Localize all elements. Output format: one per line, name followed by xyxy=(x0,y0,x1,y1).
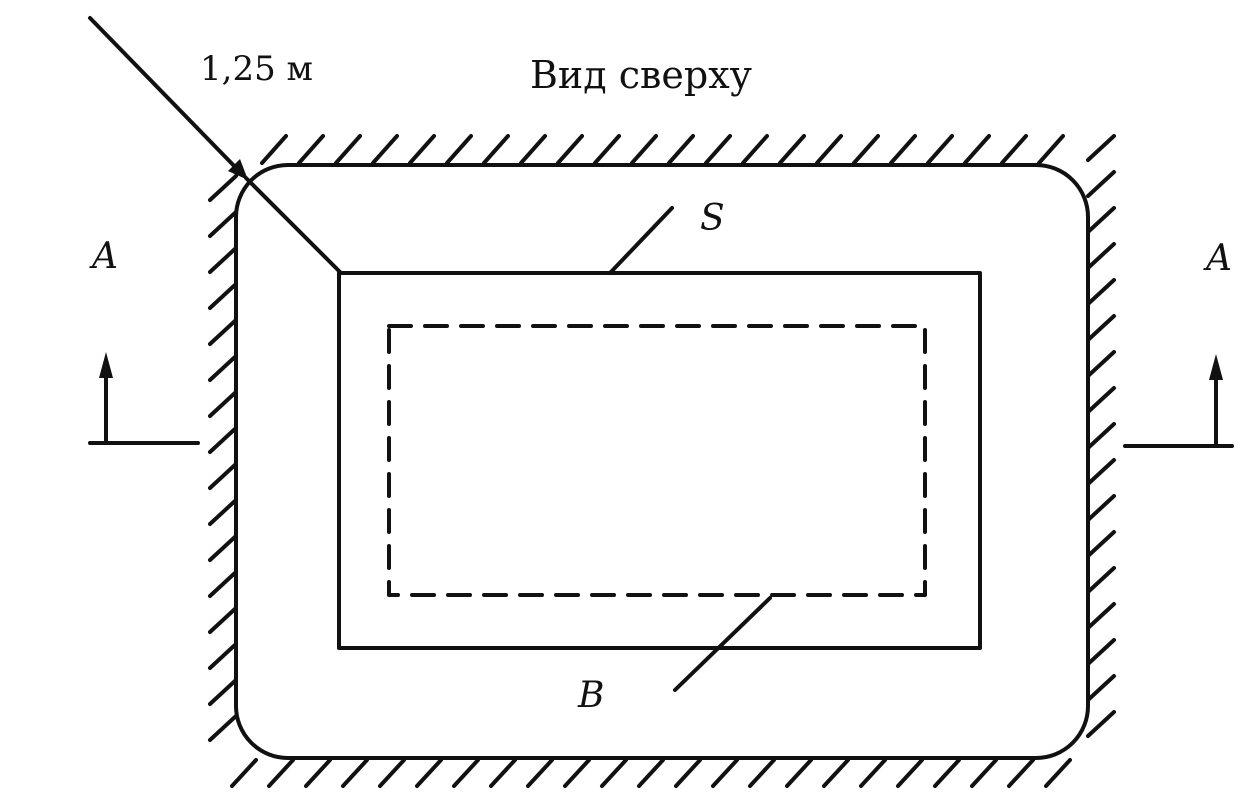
label-b: B xyxy=(577,675,604,716)
hatch-mark xyxy=(208,498,238,526)
hatch-mark xyxy=(408,134,436,165)
hatch-mark xyxy=(778,134,806,165)
hatch-mark xyxy=(415,758,443,788)
hatch-mark xyxy=(593,134,621,165)
leader-line-s xyxy=(608,206,674,275)
hatch-mark xyxy=(741,134,769,165)
hatch-mark xyxy=(815,134,843,165)
hatch-mark xyxy=(1086,170,1116,198)
hatch-mark xyxy=(526,758,554,788)
hatch-mark xyxy=(208,390,238,418)
hatch-mark xyxy=(208,354,238,382)
section-label-left: A xyxy=(89,236,118,277)
inner-rectangle-s xyxy=(337,271,982,650)
hatch-mark xyxy=(926,134,954,165)
hatch-mark xyxy=(1086,422,1116,450)
leader-line-b xyxy=(673,596,772,692)
hatch-mark xyxy=(1086,494,1116,522)
hatch-mark xyxy=(711,758,739,788)
hatch-mark xyxy=(667,134,695,165)
hatch-mark xyxy=(630,134,658,165)
hatch-mark xyxy=(334,134,362,165)
label-s: S xyxy=(700,198,725,239)
hatch-mark xyxy=(1086,566,1116,594)
hatch-mark xyxy=(704,134,732,165)
corner-offset-line xyxy=(244,176,342,274)
hatch-mark xyxy=(452,758,480,788)
hatch-mark xyxy=(489,758,517,788)
hatch-mark xyxy=(208,426,238,454)
pit-outline xyxy=(234,163,1090,760)
hatch-mark xyxy=(230,758,258,788)
dimension-label: 1,25 м xyxy=(200,49,313,89)
ground-hatching xyxy=(208,134,1116,788)
hatch-mark xyxy=(519,134,547,165)
dimension-line xyxy=(88,16,244,176)
section-label-right: A xyxy=(1203,238,1232,279)
hatch-mark xyxy=(208,714,238,742)
hatch-mark xyxy=(896,758,924,788)
hatch-mark xyxy=(297,134,325,165)
hatch-mark xyxy=(1086,458,1116,486)
hatch-mark xyxy=(208,174,238,202)
hatch-mark xyxy=(1086,530,1116,558)
dashed-rectangle-b xyxy=(387,324,927,597)
hatch-mark xyxy=(748,758,776,788)
hatch-mark xyxy=(1086,350,1116,378)
hatch-mark xyxy=(600,758,628,788)
hatch-mark xyxy=(859,758,887,788)
hatch-mark xyxy=(1086,638,1116,666)
hatch-mark xyxy=(1086,206,1116,234)
hatch-mark xyxy=(852,134,880,165)
hatch-mark xyxy=(1086,278,1116,306)
hatch-mark xyxy=(208,210,238,238)
hatch-mark xyxy=(1086,386,1116,414)
hatch-mark xyxy=(1086,242,1116,270)
hatch-mark xyxy=(963,134,991,165)
hatch-mark xyxy=(341,758,369,788)
hatch-mark xyxy=(1086,314,1116,342)
hatch-mark xyxy=(482,134,510,165)
hatch-mark xyxy=(208,246,238,274)
hatch-mark xyxy=(304,758,332,788)
hatch-mark xyxy=(208,282,238,310)
hatch-mark xyxy=(371,134,399,165)
hatch-mark xyxy=(1086,674,1116,702)
hatch-mark xyxy=(267,758,295,788)
section-marker-right xyxy=(1123,354,1234,448)
hatch-mark xyxy=(208,570,238,598)
diagram-title: Вид сверху xyxy=(530,53,752,97)
hatch-mark xyxy=(1086,602,1116,630)
section-marker-left xyxy=(88,352,200,445)
hatch-mark xyxy=(378,758,406,788)
hatch-mark xyxy=(445,134,473,165)
hatch-mark xyxy=(637,758,665,788)
dimension-arrowhead xyxy=(228,159,248,180)
hatch-mark xyxy=(1086,134,1116,162)
hatch-mark xyxy=(208,642,238,670)
hatch-mark xyxy=(933,758,961,788)
hatch-mark xyxy=(889,134,917,165)
hatch-mark xyxy=(1044,758,1072,788)
hatch-mark xyxy=(1007,758,1035,788)
hatch-mark xyxy=(1086,710,1116,738)
hatch-mark xyxy=(1037,134,1065,165)
hatch-mark xyxy=(208,462,238,490)
hatch-mark xyxy=(970,758,998,788)
hatch-mark xyxy=(785,758,813,788)
hatch-mark xyxy=(563,758,591,788)
hatch-mark xyxy=(208,318,238,346)
hatch-mark xyxy=(556,134,584,165)
hatch-mark xyxy=(208,678,238,706)
hatch-mark xyxy=(1000,134,1028,165)
hatch-mark xyxy=(260,134,288,165)
hatch-mark xyxy=(208,606,238,634)
hatch-mark xyxy=(208,534,238,562)
hatch-mark xyxy=(674,758,702,788)
hatch-mark xyxy=(822,758,850,788)
